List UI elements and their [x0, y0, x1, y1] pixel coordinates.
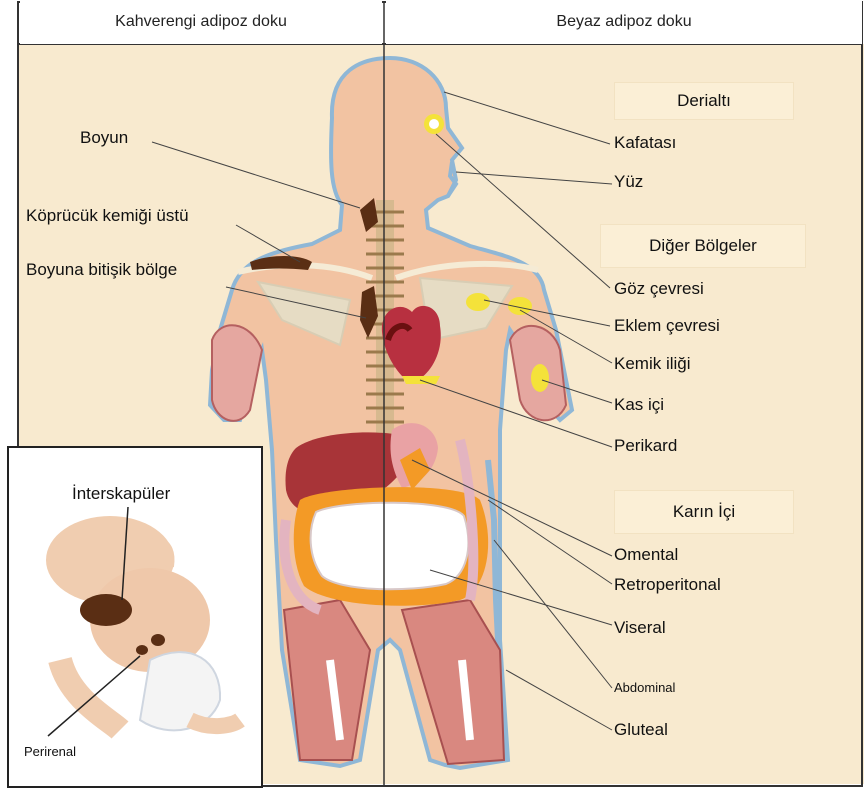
label-eklem: Eklem çevresi	[614, 316, 720, 336]
label-perirenal: Perirenal	[24, 744, 76, 759]
label-perikard: Perikard	[614, 436, 677, 456]
label-kemik: Kemik iliği	[614, 354, 691, 374]
category-diger: Diğer Bölgeler	[600, 224, 806, 268]
label-goz: Göz çevresi	[614, 279, 704, 299]
label-boyun: Boyun	[80, 128, 128, 148]
label-omental: Omental	[614, 545, 678, 565]
category-karin: Karın İçi	[614, 490, 794, 534]
abdominal-organs	[284, 423, 488, 610]
label-interskapuler: İnterskapüler	[72, 484, 170, 504]
label-yuz: Yüz	[614, 172, 643, 192]
label-boyuna: Boyuna bitişik bölge	[26, 260, 177, 280]
label-kas: Kas içi	[614, 395, 664, 415]
label-abdominal: Abdominal	[614, 680, 675, 695]
label-kafatasi: Kafatası	[614, 133, 676, 153]
header-brown-fat: Kahverengi adipoz doku	[20, 0, 382, 44]
header-white-fat: Beyaz adipoz doku	[386, 0, 862, 44]
label-viseral: Viseral	[614, 618, 666, 638]
label-kopruccuk: Köprücük kemiği üstü	[26, 206, 189, 226]
label-retro: Retroperitonal	[614, 575, 721, 595]
category-derialti: Derialtı	[614, 82, 794, 120]
label-gluteal: Gluteal	[614, 720, 668, 740]
